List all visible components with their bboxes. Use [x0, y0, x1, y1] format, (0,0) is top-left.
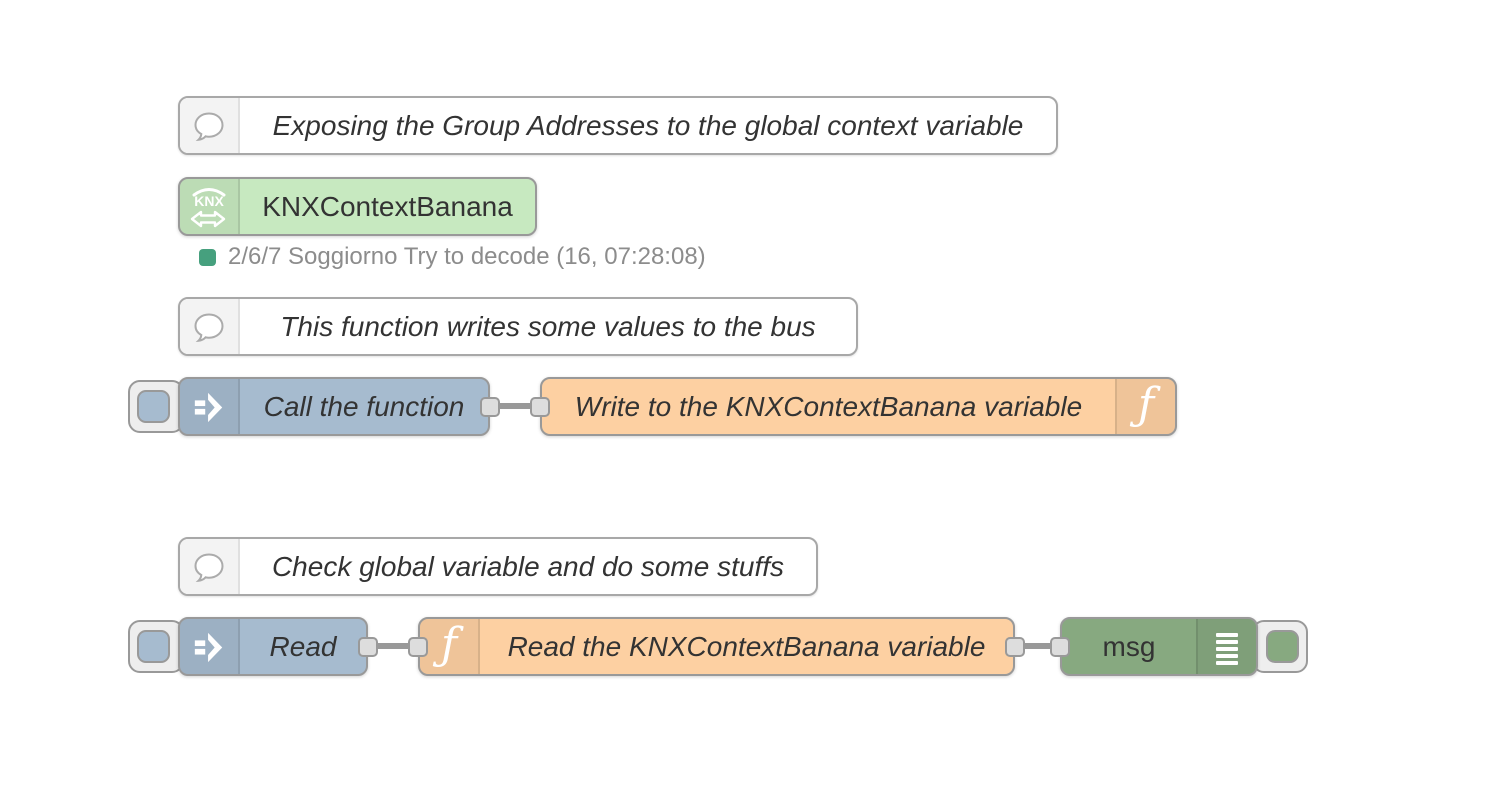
debug-toggle-button[interactable]	[1252, 620, 1308, 673]
debug-list-icon	[1196, 619, 1256, 674]
inject-node-label: Call the function	[263, 390, 465, 422]
debug-node[interactable]: msg	[1060, 617, 1258, 676]
knx-node-label: KNXContextBanana	[262, 190, 513, 222]
inject-arrow-icon	[180, 619, 240, 674]
output-port[interactable]	[358, 637, 378, 657]
wire-read-to-read-function[interactable]	[368, 643, 418, 649]
svg-text:KNX: KNX	[194, 193, 224, 209]
knx-ultimate-node[interactable]: KNX KNXContextBanana	[178, 177, 537, 236]
input-port[interactable]	[530, 397, 550, 417]
comment-node-exposing[interactable]: Exposing the Group Addresses to the glob…	[178, 96, 1058, 155]
wire-read-function-to-debug[interactable]	[1015, 643, 1060, 649]
comment-label: Check global variable and do some stuffs	[271, 550, 785, 582]
comment-icon	[180, 539, 240, 594]
knx-icon: KNX	[180, 179, 240, 234]
function-node-write[interactable]: Write to the KNXContextBanana variable ƒ	[540, 377, 1177, 436]
input-port[interactable]	[1050, 637, 1070, 657]
status-dot	[199, 248, 216, 266]
function-icon: ƒ	[420, 619, 480, 674]
status-text: 2/6/7 Soggiorno Try to decode (16, 07:28…	[228, 243, 706, 270]
comment-label: Exposing the Group Addresses to the glob…	[272, 109, 1024, 141]
input-port[interactable]	[408, 637, 428, 657]
output-port[interactable]	[480, 397, 500, 417]
comment-icon	[180, 98, 240, 153]
inject-arrow-icon	[180, 379, 240, 434]
function-node-label: Read the KNXContextBanana variable	[507, 630, 986, 662]
comment-icon	[180, 299, 240, 354]
function-node-read[interactable]: ƒ Read the KNXContextBanana variable	[418, 617, 1015, 676]
function-icon: ƒ	[1115, 379, 1175, 434]
output-port[interactable]	[1005, 637, 1025, 657]
comment-node-write[interactable]: This function writes some values to the …	[178, 297, 858, 356]
function-node-label: Write to the KNXContextBanana variable	[574, 390, 1083, 422]
wire-inject-to-write-function[interactable]	[490, 403, 540, 409]
knx-node-status: 2/6/7 Soggiorno Try to decode (16, 07:28…	[199, 243, 706, 271]
inject-node-read[interactable]: Read	[178, 617, 368, 676]
inject-node-label: Read	[269, 630, 337, 662]
debug-node-label: msg	[1102, 630, 1156, 662]
inject-node-call[interactable]: Call the function	[178, 377, 490, 436]
inject-button[interactable]	[128, 620, 184, 673]
inject-button[interactable]	[128, 380, 184, 433]
comment-node-check[interactable]: Check global variable and do some stuffs	[178, 537, 818, 596]
comment-label: This function writes some values to the …	[280, 310, 816, 342]
